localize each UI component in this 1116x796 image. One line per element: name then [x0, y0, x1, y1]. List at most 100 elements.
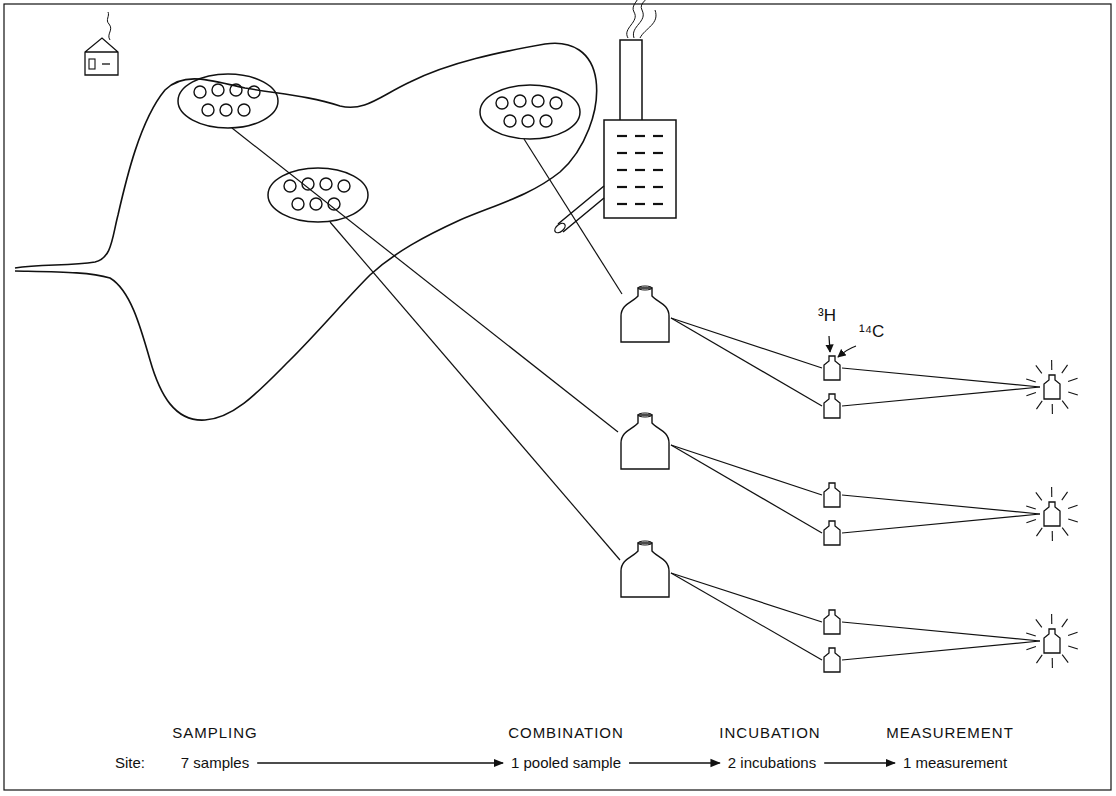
glow-ray: [1026, 633, 1036, 636]
sample-point: [540, 115, 552, 127]
measurement-bottle: [1044, 629, 1060, 653]
glow-ray: [1068, 632, 1077, 635]
split-line: [671, 318, 822, 368]
isotope-label: ¹⁴C: [858, 322, 885, 342]
sample-point: [248, 86, 260, 98]
isotope-label: ³H: [817, 306, 837, 326]
merge-line: [842, 514, 1040, 533]
measurement-bottle: [1044, 375, 1060, 399]
stage-heading: COMBINATION: [508, 724, 624, 741]
row-label: Site:: [115, 754, 145, 771]
pooled-bottle: [621, 543, 669, 597]
split-line: [671, 573, 822, 660]
merge-line: [842, 387, 1040, 406]
merge-line: [842, 368, 1040, 387]
sample-point: [504, 115, 516, 127]
smoke: [627, 0, 656, 38]
glow-ray: [1026, 646, 1035, 649]
glow-ray: [1051, 487, 1052, 497]
split-line: [671, 445, 822, 533]
split-line: [671, 445, 822, 495]
factory-window: [617, 186, 627, 188]
stage-text: 1 measurement: [903, 754, 1007, 771]
stage-count: 1 pooled sample: [511, 754, 621, 771]
glow-ray: [1026, 392, 1035, 395]
glow-ray: [1052, 531, 1053, 541]
factory-window: [617, 152, 627, 154]
factory-window: [635, 135, 645, 137]
sample-point: [522, 115, 534, 127]
sample-point: [212, 84, 224, 96]
sample-point: [194, 86, 206, 98]
glow-ray: [1068, 505, 1077, 508]
incubation-bottle: [824, 483, 840, 507]
stage-heading: INCUBATION: [719, 724, 820, 741]
incubation-bottle: [824, 356, 840, 380]
sample-point: [230, 84, 242, 96]
glow-ray: [1062, 492, 1068, 500]
merge-line: [842, 641, 1040, 660]
sample-point: [550, 97, 562, 109]
sample-point: [202, 104, 214, 116]
stage-heading: SAMPLING: [172, 724, 258, 741]
glow-ray: [1062, 528, 1068, 536]
glow-ray: [1036, 619, 1042, 627]
factory-window: [617, 203, 627, 205]
sampling-line: [232, 128, 618, 432]
split-line: [671, 318, 822, 406]
sample-point: [532, 95, 544, 107]
stage-count: 1 measurement: [903, 754, 1007, 771]
glow-ray: [1068, 519, 1078, 522]
isotope-arrow: [829, 336, 830, 352]
glow-ray: [1026, 379, 1036, 382]
sample-point: [496, 97, 508, 109]
split-line: [671, 573, 822, 622]
lake-outline: [15, 43, 597, 420]
measurement-bottle: [1044, 502, 1060, 526]
sampling-area: [480, 85, 580, 139]
sample-point: [320, 178, 332, 190]
incubation-bottle: [824, 394, 840, 418]
pipe-outlet: [553, 221, 567, 234]
frame: [4, 4, 1111, 790]
bottle-mouth: [638, 413, 652, 417]
bottle-mouth: [638, 541, 652, 545]
glow-ray: [1068, 646, 1078, 649]
stage-text: 2 incubations: [728, 754, 816, 771]
glow-ray: [1026, 519, 1035, 522]
incubation-bottle: [824, 521, 840, 545]
factory-window: [653, 135, 663, 137]
glow-ray: [1062, 619, 1068, 627]
flow-arrow: [257, 762, 503, 763]
factory-window: [653, 152, 663, 154]
pooled-bottle: [621, 415, 669, 469]
stage-text: 7 samples: [181, 754, 249, 771]
isotope-arrow: [838, 346, 856, 357]
factory-window: [653, 186, 663, 188]
factory-window: [617, 169, 627, 171]
pooled-bottle: [621, 288, 669, 342]
stage-heading: MEASUREMENT: [886, 724, 1014, 741]
factory-window: [653, 203, 663, 205]
bottle-mouth: [638, 286, 652, 290]
glow-ray: [1051, 360, 1052, 370]
factory-window: [653, 169, 663, 171]
house-door: [89, 59, 95, 69]
sample-point: [220, 104, 232, 116]
glow-ray: [1036, 492, 1042, 500]
glow-ray: [1036, 365, 1042, 373]
house-window: [102, 63, 110, 64]
stage-text: 1 pooled sample: [511, 754, 621, 771]
glow-ray: [1052, 404, 1053, 414]
factory-window: [635, 152, 645, 154]
glow-ray: [1062, 655, 1068, 663]
sample-point: [292, 198, 304, 210]
flow-arrow: [629, 762, 720, 763]
incubation-bottle: [824, 648, 840, 672]
flow-arrow: [824, 762, 895, 763]
sampling-line: [330, 222, 620, 560]
glow-ray: [1052, 658, 1053, 668]
incubation-bottle: [824, 610, 840, 634]
house: [85, 38, 118, 75]
